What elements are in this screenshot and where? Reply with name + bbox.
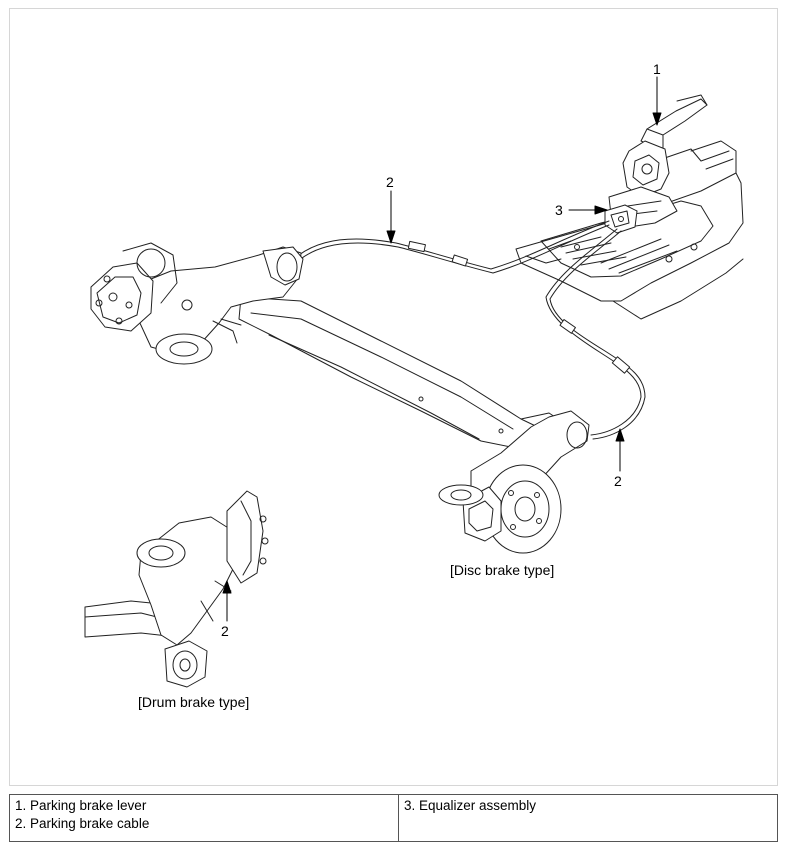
callout-leaders — [222, 76, 662, 622]
parking-brake-cables — [278, 220, 646, 440]
right-trailing-arm-disc — [438, 410, 590, 554]
legend-row: 1. Parking brake lever 2. Parking brake … — [9, 794, 778, 842]
legend-left-cell: 1. Parking brake lever 2. Parking brake … — [9, 794, 399, 842]
drum-brake-caption: [Drum brake type] — [138, 694, 250, 710]
drum-brake-inset — [84, 490, 269, 688]
diagram-frame: 1 2 3 2 2 [Disc brake type] [Drum brake … — [9, 8, 778, 786]
legend-item-lever: 1. Parking brake lever — [15, 798, 147, 813]
disc-brake-caption: [Disc brake type] — [450, 562, 555, 578]
equalizer-assembly — [604, 204, 638, 234]
callout-2-cable-drum: 2 — [221, 623, 229, 639]
legend-right-cell: 3. Equalizer assembly — [398, 794, 778, 842]
callout-3-equalizer: 3 — [555, 202, 563, 218]
legend-item-cable: 2. Parking brake cable — [15, 816, 150, 831]
legend-table: 1. Parking brake lever 2. Parking brake … — [9, 794, 778, 842]
floor-pan — [515, 140, 744, 320]
callout-1-lever: 1 — [653, 61, 661, 77]
rear-axle-beam — [238, 296, 562, 452]
callout-2-cable-top: 2 — [386, 174, 394, 190]
callout-2-cable-right: 2 — [614, 473, 622, 489]
legend-item-equalizer: 3. Equalizer assembly — [404, 798, 537, 813]
left-trailing-arm — [90, 242, 304, 365]
parking-brake-illustration — [84, 76, 744, 688]
